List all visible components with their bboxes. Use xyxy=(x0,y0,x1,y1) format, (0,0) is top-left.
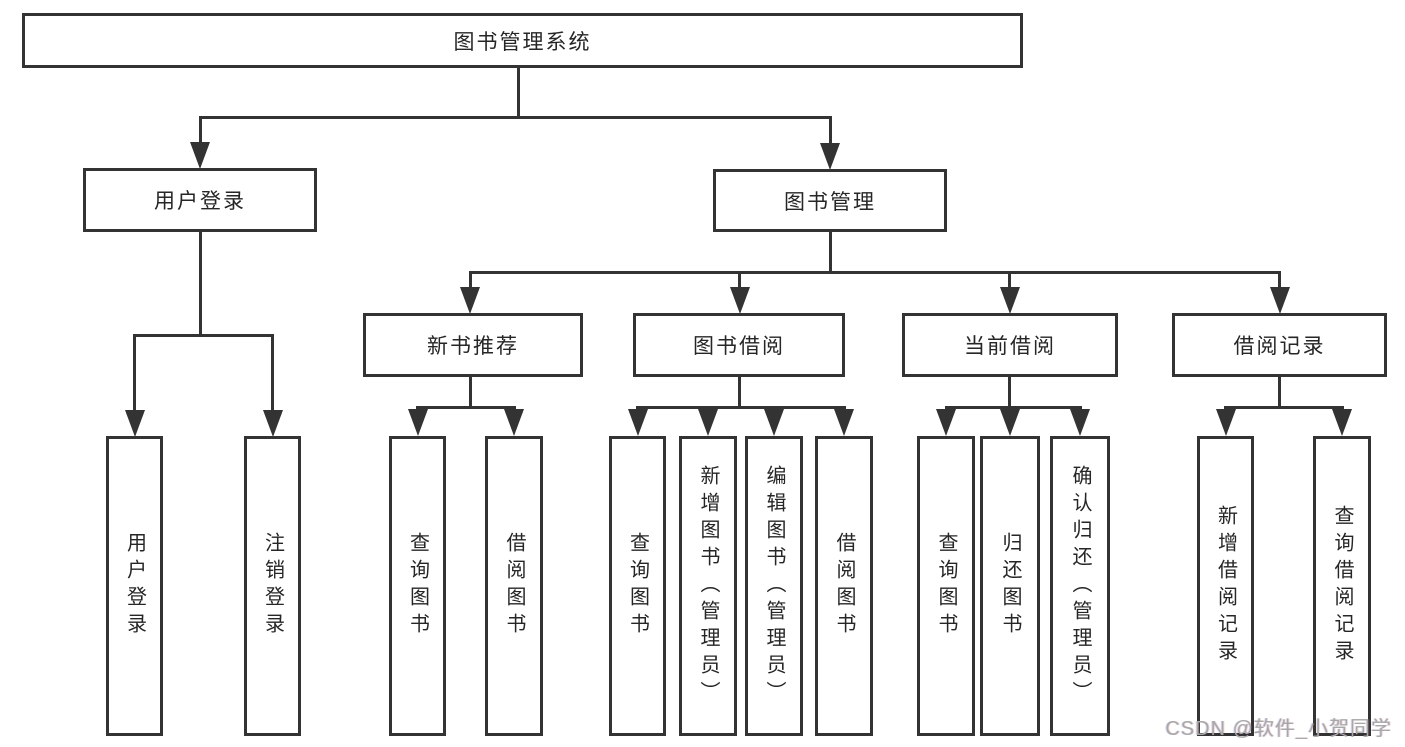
connector-line xyxy=(1278,377,1281,407)
leaf-label: 用户登录 xyxy=(123,532,146,640)
arrowhead-down-icon xyxy=(1000,409,1020,436)
arrowhead-down-icon xyxy=(262,410,283,437)
node-user-login: 用户登录 xyxy=(83,168,317,232)
node-label: 图书管理 xyxy=(784,190,876,214)
leaf-logout: 注销登录 xyxy=(244,436,301,736)
node-library-management-system: 图书管理系统 xyxy=(22,13,1023,68)
arrowhead-down-icon xyxy=(936,409,956,436)
arrowhead-down-icon xyxy=(820,143,840,170)
node-current-borrowing: 当前借阅 xyxy=(902,313,1118,377)
connector-line xyxy=(1008,270,1011,290)
connector-line xyxy=(944,405,1082,409)
leaf-label: 注销登录 xyxy=(261,532,284,640)
connector-line xyxy=(133,333,274,337)
arrowhead-down-icon xyxy=(1269,287,1290,314)
node-book-management: 图书管理 xyxy=(713,169,947,232)
arrowhead-down-icon xyxy=(1070,409,1090,436)
connector-line xyxy=(198,232,202,335)
connector-line xyxy=(1008,377,1011,407)
connector-line xyxy=(271,333,274,414)
arrowhead-down-icon xyxy=(764,409,784,436)
arrowhead-down-icon xyxy=(627,409,648,436)
leaf-label: 确认归还（管理员） xyxy=(1069,464,1091,708)
connector-line xyxy=(198,115,832,119)
arrowhead-down-icon xyxy=(190,142,210,169)
leaf-return-books: 归还图书 xyxy=(980,436,1040,736)
connector-line xyxy=(198,115,202,146)
connector-line xyxy=(468,377,472,407)
connector-line xyxy=(1278,270,1281,290)
leaf-confirm-return-admin: 确认归还（管理员） xyxy=(1050,436,1110,736)
connector-line xyxy=(416,405,516,409)
arrowhead-down-icon xyxy=(999,287,1020,314)
arrowhead-down-icon xyxy=(504,409,524,436)
arrowhead-down-icon xyxy=(729,287,750,314)
leaf-label: 新增图书（管理员） xyxy=(697,464,719,708)
leaf-query-books-borrowing: 查询图书 xyxy=(609,436,666,736)
leaf-label: 查询图书 xyxy=(626,532,649,640)
arrowhead-down-icon xyxy=(460,287,480,314)
leaf-label: 归还图书 xyxy=(999,532,1021,640)
leaf-borrow-books: 借阅图书 xyxy=(815,436,873,736)
leaf-label: 新增借阅记录 xyxy=(1214,505,1237,667)
node-label: 当前借阅 xyxy=(964,335,1056,358)
leaf-label: 查询图书 xyxy=(935,532,957,640)
arrowhead-down-icon xyxy=(407,409,428,436)
leaf-add-books-admin: 新增图书（管理员） xyxy=(679,436,737,736)
node-borrowing-records: 借阅记录 xyxy=(1172,313,1387,377)
leaf-borrow-books-recommend: 借阅图书 xyxy=(485,436,543,736)
node-new-book-recommendation: 新书推荐 xyxy=(363,313,583,377)
node-book-borrowing: 图书借阅 xyxy=(633,313,845,377)
leaf-edit-books-admin: 编辑图书（管理员） xyxy=(745,436,803,736)
arrowhead-down-icon xyxy=(834,409,854,436)
leaf-label: 借阅图书 xyxy=(503,532,525,640)
connector-line xyxy=(468,270,472,290)
connector-line xyxy=(738,377,741,407)
leaf-query-borrowing-record: 查询借阅记录 xyxy=(1313,436,1371,736)
leaf-user-login: 用户登录 xyxy=(106,436,163,736)
connector-line xyxy=(636,405,846,409)
leaf-label: 借阅图书 xyxy=(833,532,855,640)
connector-line xyxy=(1224,405,1344,409)
arrowhead-down-icon xyxy=(1215,409,1236,436)
node-label: 用户登录 xyxy=(154,190,246,213)
arrowhead-down-icon xyxy=(124,410,145,437)
leaf-label: 查询图书 xyxy=(406,532,429,640)
connector-line xyxy=(468,270,1281,274)
arrowhead-down-icon xyxy=(1332,409,1352,436)
node-label: 图书借阅 xyxy=(693,335,785,358)
connector-line xyxy=(133,333,136,414)
connector-line xyxy=(738,270,741,290)
node-label: 图书管理系统 xyxy=(453,30,592,54)
leaf-label: 查询借阅记录 xyxy=(1331,505,1353,667)
node-label: 新书推荐 xyxy=(427,335,519,358)
leaf-query-books-recommend: 查询图书 xyxy=(389,436,446,736)
connector-line xyxy=(828,115,832,147)
connector-line xyxy=(828,232,832,273)
node-label: 借阅记录 xyxy=(1233,335,1326,358)
leaf-label: 编辑图书（管理员） xyxy=(763,464,785,708)
leaf-add-borrowing-record: 新增借阅记录 xyxy=(1197,436,1254,736)
arrowhead-down-icon xyxy=(698,409,718,436)
leaf-query-books-current: 查询图书 xyxy=(917,436,975,736)
connector-line xyxy=(516,68,520,117)
